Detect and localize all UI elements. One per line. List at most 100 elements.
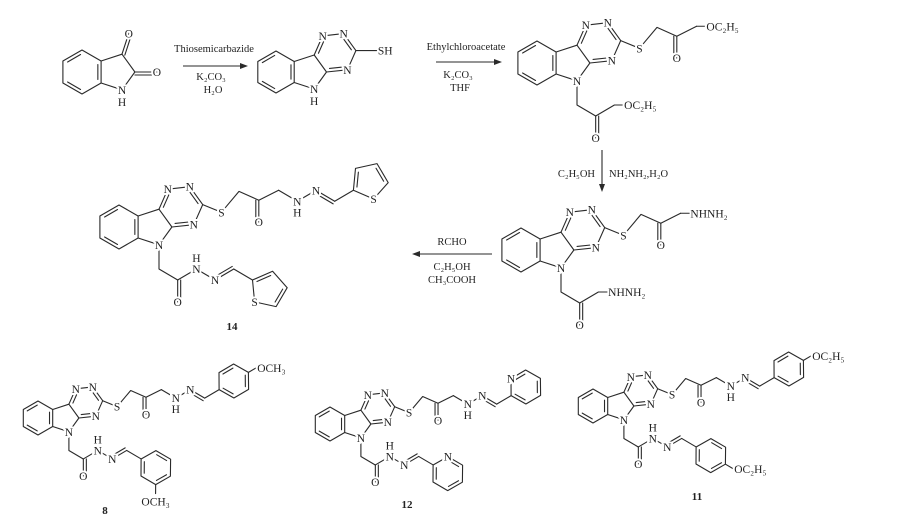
oxygen-atom: O: [142, 409, 150, 421]
bond: [374, 455, 391, 466]
double-bond: [710, 462, 723, 469]
double-bond: [80, 412, 94, 416]
double-bond: [514, 373, 526, 381]
triazine-nitrogen: N: [381, 388, 390, 400]
double-bond: [313, 192, 334, 205]
sulfur-atom: S: [218, 207, 224, 219]
bond: [418, 455, 434, 466]
indole-nitrogen: N: [310, 84, 319, 96]
triazine-nitrogen: N: [592, 243, 601, 255]
triazine-nitrogen: N: [644, 370, 653, 382]
reaction-arrow-step2: Ethylchloroacetate K₂CO₃ THF: [427, 42, 506, 94]
bond: [389, 455, 405, 466]
hydrazone-nitrogen: N: [192, 264, 201, 276]
benzene-ring: [62, 49, 102, 95]
double-bond: [356, 171, 359, 188]
hydrazone-hydrogen: H: [293, 207, 301, 219]
hydrazone-nitrogen: N: [727, 381, 736, 393]
benzene-ring: [517, 40, 557, 86]
bond: [160, 389, 177, 399]
reagent-water: H₂O: [204, 85, 223, 96]
oxygen-atom: O: [657, 240, 665, 252]
triazine-nitrogen: N: [72, 384, 81, 396]
pyridine-ring: [432, 456, 464, 492]
bond: [296, 189, 317, 202]
thioacetyl-chain: [102, 389, 162, 408]
bond: [681, 437, 697, 448]
double-bond: [174, 221, 191, 224]
double-bond: [635, 400, 649, 404]
double-bond: [480, 397, 496, 408]
arrow-head-icon: [494, 59, 502, 65]
reagent-ethanol: C₂H₅OH: [558, 169, 595, 180]
thioacetyl-chain: [604, 212, 682, 236]
double-bond: [646, 378, 655, 389]
double-bond: [261, 54, 276, 64]
thiophene-sulfur: S: [370, 194, 376, 206]
triazine-nitrogen: N: [566, 207, 575, 219]
indole-nitrogen: N: [65, 427, 74, 439]
bond: [189, 389, 206, 399]
methoxy-group: OCH₃: [141, 497, 169, 509]
double-bond: [383, 396, 392, 407]
thioacetyl-chain: [202, 189, 280, 213]
double-bond: [318, 430, 330, 438]
oxygen-atom: O: [79, 471, 87, 483]
benzene-ring: [99, 204, 139, 250]
hydrazone-hydrogen: H: [172, 404, 180, 416]
oxygen-atom: O: [371, 477, 379, 489]
triazine-nitrogen: N: [164, 184, 173, 196]
pyridine-nitrogen: N: [507, 374, 516, 386]
double-bond: [188, 391, 204, 402]
benzene-ring: [314, 406, 346, 442]
bond: [744, 377, 761, 387]
bond: [204, 389, 220, 399]
double-bond: [564, 216, 572, 231]
triazine-ring: [623, 374, 659, 407]
bond: [403, 455, 420, 466]
triazine-nitrogen: N: [627, 372, 636, 384]
bond: [126, 449, 142, 460]
bond: [496, 395, 512, 405]
hydrazone-nitrogen: N: [172, 393, 181, 405]
reagent-thiosemicarbazide: Thiosemicarbazide: [174, 44, 254, 55]
double-bond: [402, 453, 418, 463]
double-bond: [124, 33, 133, 56]
oxygen-atom: O: [697, 397, 705, 409]
double-bond: [328, 66, 345, 70]
indole-nitrogen: N: [557, 263, 566, 275]
double-bond: [26, 424, 38, 432]
compound-number-12: 12: [402, 499, 414, 511]
double-bond: [110, 447, 126, 457]
bond: [233, 268, 254, 281]
bond: [481, 395, 498, 405]
thiophene-ring: [352, 163, 389, 200]
thiophene-sulfur: S: [251, 297, 257, 309]
double-bond: [213, 265, 233, 278]
triazine-ring: [158, 186, 204, 228]
thioacetyl-chain: [620, 25, 698, 49]
double-bond: [222, 387, 234, 395]
triazine-nitrogen: N: [339, 29, 348, 41]
thiol-group: SH: [378, 46, 393, 58]
bond: [334, 189, 354, 202]
double-bond: [274, 288, 284, 303]
oxygen-atom: O: [592, 133, 600, 145]
acetyl-chain: [560, 267, 581, 304]
ester-group: OC₂H₅: [624, 100, 656, 112]
double-bond: [188, 190, 199, 205]
double-bond: [627, 379, 634, 392]
benzene-ring: [501, 227, 541, 273]
hydrazone-hydrogen: H: [727, 392, 735, 404]
double-bond: [317, 39, 325, 54]
arrow-head-icon: [599, 184, 605, 192]
compound-number-8: 8: [102, 505, 108, 517]
carbonyl-bond: [121, 32, 130, 55]
bond: [82, 449, 99, 460]
double-bond: [91, 390, 100, 401]
double-bond: [665, 435, 681, 445]
hydrazone-nitrogen: N: [293, 196, 302, 208]
bond: [175, 389, 191, 399]
phenyl-ring: [773, 351, 805, 387]
